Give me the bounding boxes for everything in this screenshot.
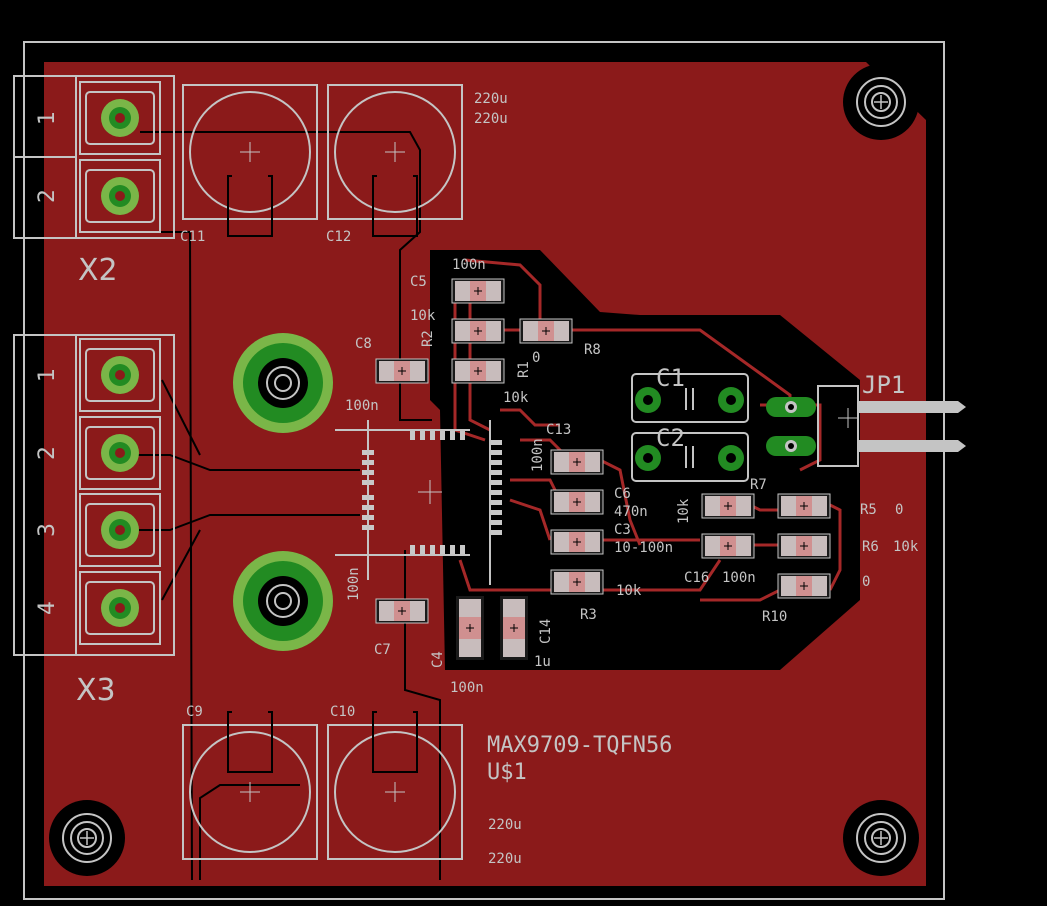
cap-c2 (631, 432, 749, 482)
cap-c11 (182, 84, 318, 237)
header-jp1 (766, 385, 966, 467)
c5-label: C5 (410, 274, 427, 290)
smd-r3 (550, 569, 604, 595)
smd-c13 (550, 449, 604, 475)
c4-label: C4 (430, 651, 446, 668)
mounting-hole-top-right (842, 63, 920, 141)
r1-extra-value: 10k (503, 390, 529, 406)
c6-value: 470n (614, 504, 648, 520)
c14-value: 1u (534, 654, 551, 670)
mounting-hole-bottom-right (842, 799, 920, 877)
c7-value: 100n (346, 567, 362, 601)
r6-value: 10k (893, 539, 919, 555)
c14-label: C14 (538, 619, 554, 644)
r3-value: 10k (616, 583, 642, 599)
r7-label: R7 (750, 477, 767, 493)
c2-label: C2 (656, 424, 685, 452)
smd-r7 (701, 493, 755, 519)
r10-label: R10 (762, 609, 787, 625)
c9-value: 220u (488, 817, 522, 833)
c16-label: C16 (684, 570, 709, 586)
c12-label: C12 (326, 229, 351, 245)
x3-pin-4-label: 4 (35, 601, 60, 615)
smd-c5 (451, 278, 505, 304)
c4-value: 100n (450, 680, 484, 696)
c8-label: C8 (355, 336, 372, 352)
c7-label: C7 (374, 642, 391, 658)
r3-label: R3 (580, 607, 597, 623)
r5-value: 0 (895, 502, 903, 518)
signal-traces (453, 258, 842, 602)
x2-pin-2-label: 2 (35, 189, 60, 203)
jp1-label: JP1 (862, 371, 905, 399)
smd-c16 (701, 533, 755, 559)
c6-label: C6 (614, 486, 631, 502)
cap-c9 (182, 711, 318, 860)
r1-value: 0 (532, 350, 540, 366)
c11-value: 220u (474, 91, 508, 107)
x3-pin-2-label: 2 (35, 446, 60, 460)
c1-label: C1 (656, 364, 685, 392)
smd-r2 (451, 318, 505, 344)
smd-c6 (550, 489, 604, 515)
ic-outline (335, 420, 491, 585)
ic-part-label: MAX9709-TQFN56 (487, 733, 672, 758)
smd-c4 (455, 595, 485, 661)
c13-value: 100n (530, 438, 546, 472)
r7-value: 10k (676, 498, 692, 524)
r6-label: R6 (862, 539, 879, 555)
c11-label: C11 (180, 229, 205, 245)
connector-x3 (13, 334, 175, 656)
r8-label: R8 (584, 342, 601, 358)
smd-r8 (519, 318, 573, 344)
x2-pin-1-label: 1 (35, 111, 60, 125)
x2-label: X2 (78, 253, 118, 288)
r1-label: R1 (516, 361, 532, 378)
c10-value: 220u (488, 851, 522, 867)
mounting-hole-bottom-left (48, 799, 126, 877)
c3-label: C3 (614, 522, 631, 538)
smd-c7 (375, 598, 429, 624)
x3-pin-1-label: 1 (35, 368, 60, 382)
smd-c8 (375, 358, 429, 384)
cap-c1 (631, 373, 749, 423)
x3-label: X3 (76, 673, 116, 708)
smd-r10 (777, 573, 831, 599)
smd-r6 (777, 533, 831, 559)
r2-value: 10k (410, 308, 436, 324)
ic-ref-label: U$1 (487, 760, 527, 785)
c8-value: 100n (345, 398, 379, 414)
r10-value: 0 (862, 574, 870, 590)
x3-pin-3-label: 3 (35, 523, 60, 537)
r5-label: R5 (860, 502, 877, 518)
smd-r5 (777, 493, 831, 519)
cap-c10 (327, 711, 463, 860)
c12-value: 220u (474, 111, 508, 127)
c10-label: C10 (330, 704, 355, 720)
large-via-bottom (233, 551, 333, 651)
large-via-top (233, 333, 333, 433)
c9-label: C9 (186, 704, 203, 720)
r2-label: R2 (420, 330, 436, 347)
c3-value: 10-100n (614, 540, 673, 556)
c5-value: 100n (452, 257, 486, 273)
board-outline (23, 41, 945, 900)
smd-c3 (550, 529, 604, 555)
smd-c14 (499, 595, 529, 661)
connector-x2 (13, 75, 175, 239)
c13-label: C13 (546, 422, 571, 438)
smd-r1 (451, 358, 505, 384)
cap-c12 (327, 84, 463, 237)
c16-value: 100n (722, 570, 756, 586)
